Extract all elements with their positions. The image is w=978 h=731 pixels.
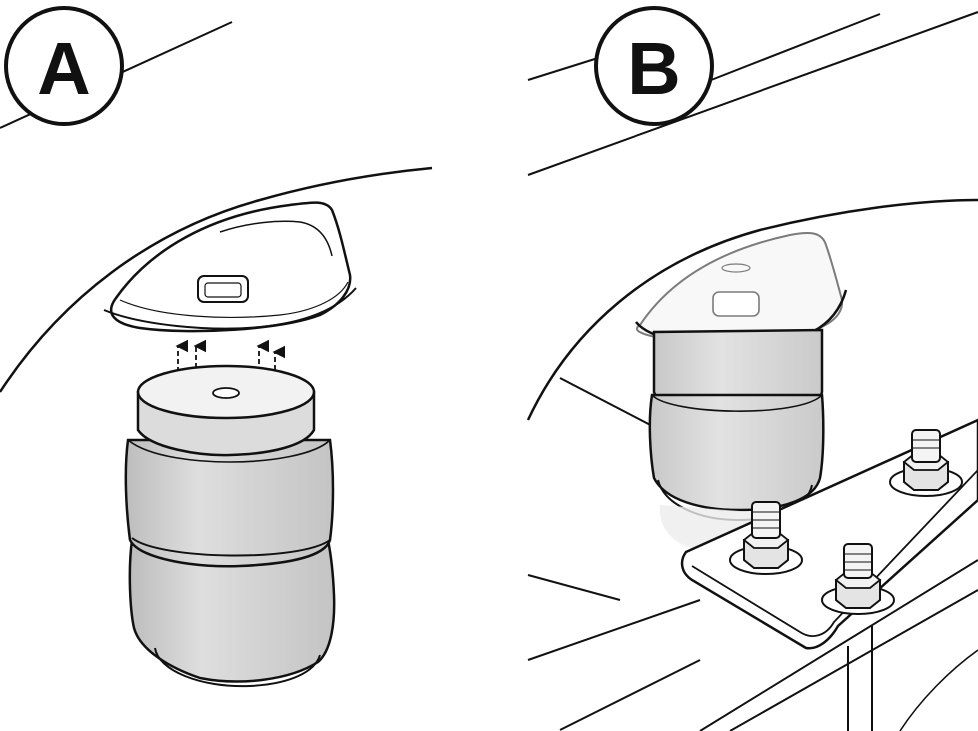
- frame-rail-line: [527, 57, 599, 81]
- panel-label-b: B: [627, 27, 680, 110]
- frame-rail-line: [527, 11, 978, 176]
- fender-arc: [526, 198, 978, 421]
- panel-badge-a: A: [4, 6, 124, 126]
- bolt-icon: [889, 429, 963, 497]
- upper-mount-bracket: [103, 201, 357, 333]
- bolt-icon: [729, 501, 803, 575]
- air-spring-a: [124, 364, 336, 688]
- panel-a: A: [0, 6, 433, 688]
- panel-label-a: A: [37, 27, 90, 110]
- frame-rail-line: [705, 13, 881, 83]
- upper-mount-bracket: [635, 231, 844, 345]
- bracket-slot: [712, 291, 760, 317]
- panel-b: B: [526, 6, 978, 731]
- bolt-icon: [821, 543, 895, 615]
- panel-badge-b: B: [594, 6, 714, 126]
- center-hole: [212, 387, 240, 399]
- fender-arc: [0, 166, 433, 393]
